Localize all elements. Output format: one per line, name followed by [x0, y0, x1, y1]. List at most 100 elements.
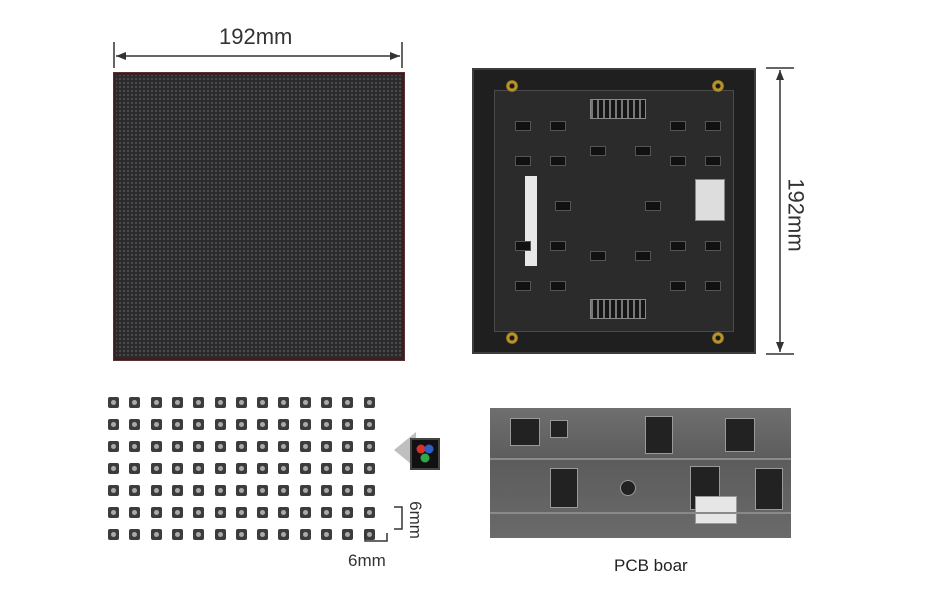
led-pixel — [193, 529, 205, 540]
pcb-closeup-caption: PCB boar — [614, 556, 688, 575]
led-pixel — [363, 529, 375, 540]
pcb-board — [494, 90, 734, 332]
led-pixel — [150, 463, 162, 474]
led-pixel — [342, 463, 354, 474]
led-pixel — [235, 419, 247, 430]
led-pixel — [129, 441, 141, 452]
led-pixel — [235, 485, 247, 496]
horizontal-pitch-bracket-icon — [364, 533, 388, 542]
led-pixel — [214, 397, 226, 408]
led-pixel — [235, 463, 247, 474]
led-pixel — [342, 485, 354, 496]
led-pixel — [171, 441, 183, 452]
led-pixel — [150, 419, 162, 430]
led-pixel — [193, 419, 205, 430]
led-pixel — [299, 485, 311, 496]
led-pixel — [363, 419, 375, 430]
power-connector — [695, 179, 725, 221]
led-module-front — [113, 72, 405, 361]
led-pixel — [150, 441, 162, 452]
led-pixel — [214, 441, 226, 452]
led-pixel — [278, 463, 290, 474]
led-pixel — [321, 441, 332, 452]
led-pixel — [278, 419, 290, 430]
screw-hole-icon — [506, 80, 518, 92]
pixel-grid — [100, 393, 400, 543]
led-pixel — [235, 441, 247, 452]
top-connector — [590, 99, 646, 119]
led-pixel — [108, 507, 119, 518]
led-module-back-pcb — [472, 68, 756, 354]
led-pixel — [363, 397, 375, 408]
led-pixel — [257, 397, 269, 408]
led-pixel — [150, 397, 162, 408]
led-pixel — [342, 419, 354, 430]
led-pixel — [235, 529, 247, 540]
vertical-pitch-label: 6mm — [405, 501, 425, 539]
led-pixel — [363, 507, 375, 518]
led-pixel — [171, 463, 183, 474]
led-pixel — [150, 507, 162, 518]
led-pixel — [257, 441, 269, 452]
led-pixel — [108, 419, 119, 430]
led-pixel — [129, 419, 141, 430]
led-pixel — [108, 397, 119, 408]
led-pixel — [214, 419, 226, 430]
led-pixel — [257, 507, 269, 518]
led-pixel — [278, 507, 290, 518]
led-pixel — [129, 507, 141, 518]
led-pixel — [278, 441, 290, 452]
led-pixel — [214, 529, 226, 540]
led-pixel — [321, 463, 332, 474]
led-pixel — [363, 441, 375, 452]
led-pixel — [193, 485, 205, 496]
width-dimension-line — [113, 42, 403, 68]
led-pixel — [278, 485, 290, 496]
led-pixel — [342, 507, 354, 518]
led-pixel — [214, 507, 226, 518]
led-pixel — [321, 507, 332, 518]
horizontal-pitch-label: 6mm — [348, 551, 386, 570]
led-pixel — [108, 529, 119, 540]
led-pixel — [342, 397, 354, 408]
back-height-label: 192mm — [782, 175, 809, 255]
led-pixel — [171, 529, 183, 540]
led-pixel — [299, 529, 311, 540]
vertical-pitch-bracket-icon — [394, 506, 403, 530]
led-pixel — [321, 485, 332, 496]
led-pixel — [257, 419, 269, 430]
led-pixel — [129, 397, 141, 408]
led-pixel — [171, 507, 183, 518]
led-pixel — [193, 507, 205, 518]
led-pixel — [257, 463, 269, 474]
led-pixel — [171, 419, 183, 430]
led-pixel — [193, 463, 205, 474]
led-pixel — [299, 419, 311, 430]
height-dimension-line — [766, 67, 794, 355]
pcb-closeup-photo — [490, 408, 791, 538]
led-pixel — [299, 441, 311, 452]
led-pixel — [235, 507, 247, 518]
led-pixel — [321, 397, 332, 408]
led-pixel — [363, 463, 375, 474]
led-pixel — [193, 397, 205, 408]
led-pixel — [257, 485, 269, 496]
led-pixel — [108, 441, 119, 452]
led-pixel — [321, 529, 332, 540]
led-pixel — [129, 485, 141, 496]
led-pixel — [193, 441, 205, 452]
led-pixel — [257, 529, 269, 540]
led-pixel — [129, 529, 141, 540]
led-pixel — [342, 529, 354, 540]
led-pixel — [299, 397, 311, 408]
led-pixel — [171, 485, 183, 496]
led-pixel — [342, 441, 354, 452]
led-pixel — [299, 507, 311, 518]
led-pixel — [108, 485, 119, 496]
led-pixel — [278, 529, 290, 540]
led-pixel — [278, 397, 290, 408]
led-pixel — [214, 485, 226, 496]
pcb-sticker — [525, 176, 537, 266]
led-pixel — [299, 463, 311, 474]
led-pixel — [363, 485, 375, 496]
